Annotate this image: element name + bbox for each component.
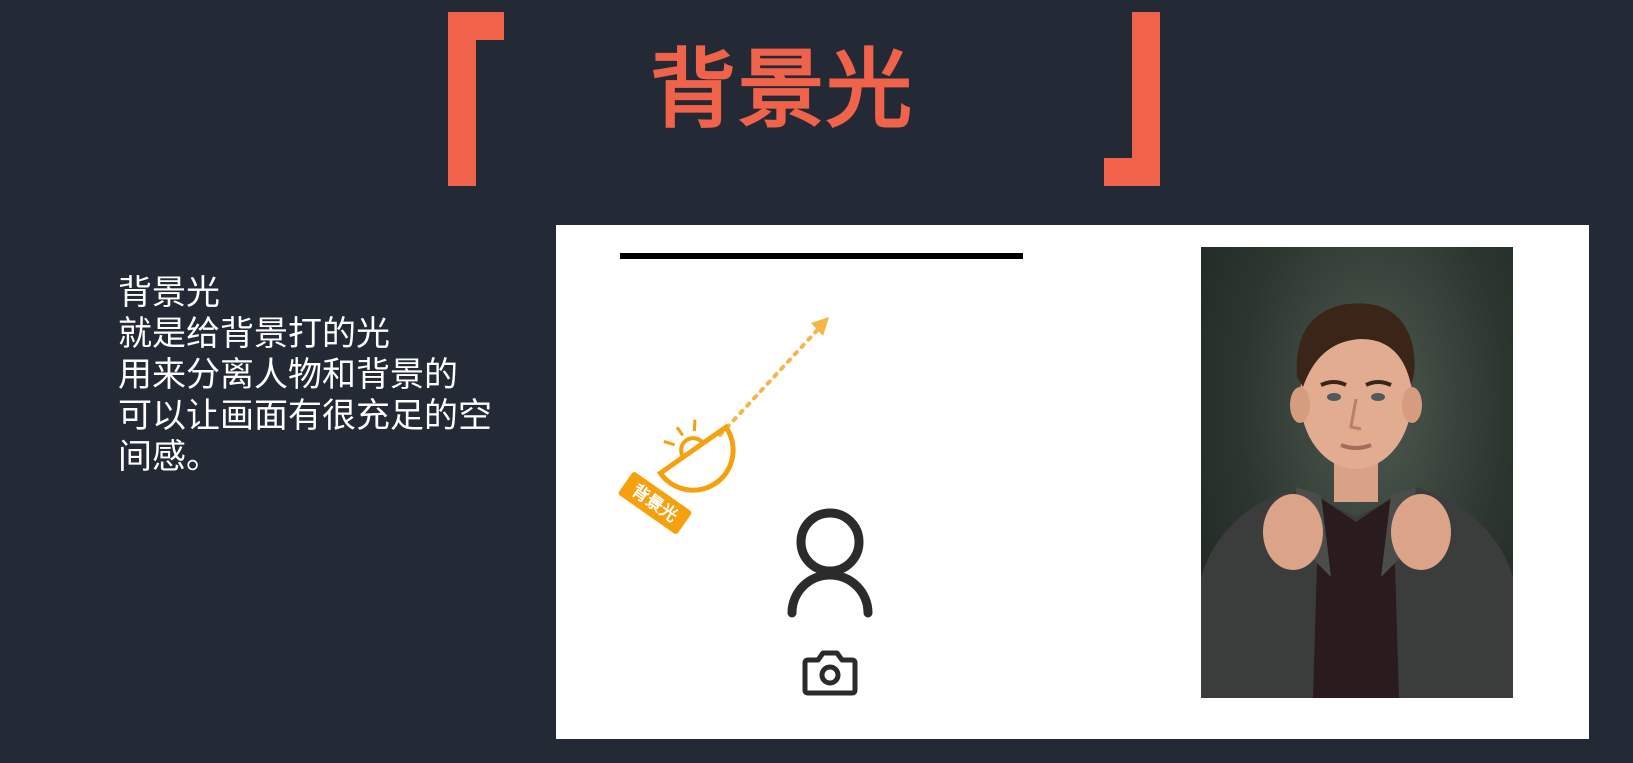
description-line: 用来分离人物和背景的	[118, 355, 458, 395]
description-line: 背景光	[118, 273, 220, 313]
light-direction-arrow	[718, 323, 824, 437]
arrow-head-icon	[811, 317, 829, 336]
description-line: 间感。	[118, 437, 220, 477]
right-bracket-vertical	[1132, 12, 1160, 186]
background-light-lamp-icon	[656, 419, 736, 493]
left-bracket-vertical	[448, 12, 476, 186]
person-icon	[787, 508, 873, 618]
camera-icon	[802, 650, 858, 696]
lamp-label-tag	[618, 472, 692, 534]
portrait-photo	[1201, 247, 1513, 698]
description-text: 背景光 就是给背景打的光 用来分离人物和背景的 可以让画面有很充足的空 间感。	[118, 273, 558, 478]
page-title: 背景光	[650, 40, 914, 140]
right-bracket-horizontal	[1104, 158, 1160, 186]
description-line: 就是给背景打的光	[118, 314, 390, 354]
left-bracket-horizontal	[448, 12, 504, 40]
description-line: 可以让画面有很充足的空	[118, 396, 492, 436]
portrait-illustration	[1201, 303, 1513, 698]
